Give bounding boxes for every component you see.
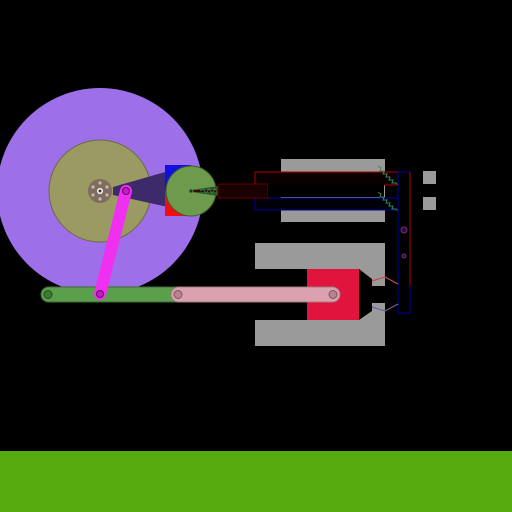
horizontal-link[interactable] bbox=[40, 286, 184, 303]
marker-upper bbox=[423, 171, 436, 184]
marker-lower bbox=[423, 197, 436, 210]
rod-pin-left bbox=[173, 290, 183, 299]
valve-rod-box bbox=[217, 183, 269, 199]
piston-rod[interactable] bbox=[170, 286, 341, 303]
conn-rod-pin-top bbox=[122, 187, 130, 195]
eccentric-wedge bbox=[113, 172, 168, 207]
conn-rod-pin-bottom bbox=[96, 290, 104, 298]
valve-spring-upper bbox=[377, 165, 399, 186]
valve-spring-lower bbox=[377, 191, 399, 212]
port-hook-lower bbox=[371, 303, 399, 312]
valve-linkage[interactable] bbox=[397, 171, 411, 314]
crank-hub bbox=[88, 179, 112, 203]
piston-head bbox=[359, 269, 372, 320]
linkage-pin-upper bbox=[400, 226, 408, 234]
linkage-pin-lower bbox=[401, 253, 407, 259]
link-pin-left bbox=[43, 290, 53, 299]
valve-slot bbox=[268, 184, 384, 197]
rod-pin-right bbox=[328, 290, 338, 299]
ground bbox=[0, 451, 512, 512]
valve-rod-pin bbox=[188, 188, 194, 194]
cylinder-port bbox=[372, 286, 385, 303]
connecting-rod[interactable] bbox=[94, 185, 132, 300]
port-hook-upper bbox=[371, 276, 399, 285]
